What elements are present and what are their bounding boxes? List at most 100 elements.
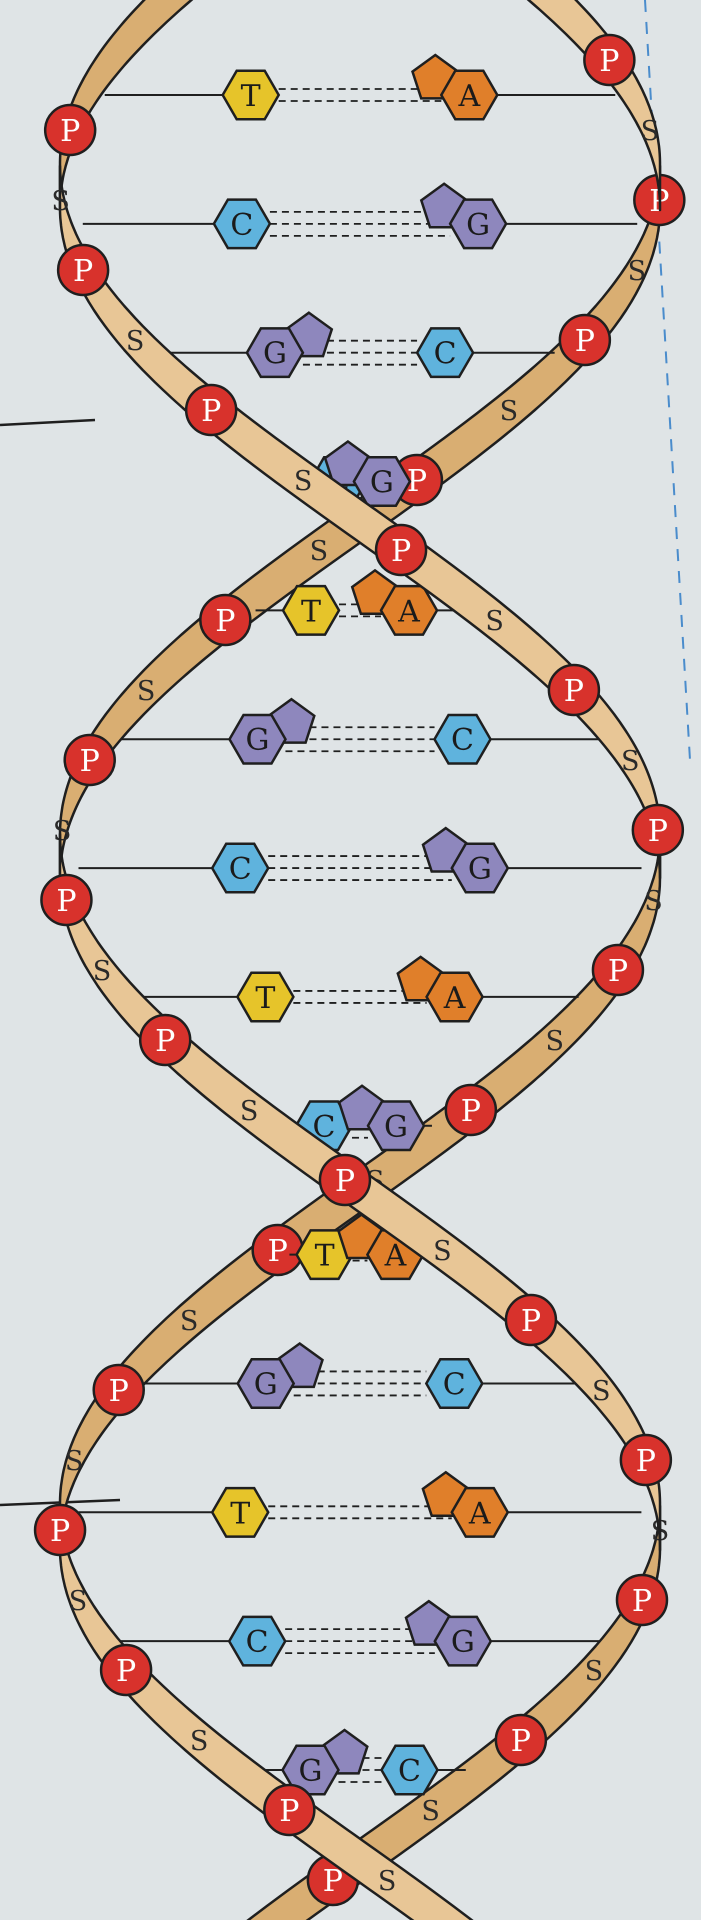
cytosine-label: C — [313, 1110, 336, 1145]
phosphate-group: P — [318, 1153, 372, 1207]
guanine-hexagon — [433, 1615, 493, 1667]
sugar-label: S — [621, 746, 640, 777]
guanine-base: G — [228, 697, 316, 765]
guanine-label: G — [245, 723, 269, 758]
phosphate-circle — [318, 1153, 372, 1207]
thymine-base: T — [295, 1229, 355, 1281]
sugar-label: S — [644, 886, 663, 917]
phosphate-label: P — [391, 534, 411, 569]
thymine-hexagon — [281, 584, 341, 636]
phosphate-label: P — [155, 1024, 175, 1059]
phosphate-group: P — [547, 663, 601, 717]
sugar-label: S — [65, 1446, 84, 1477]
sugar-label: S — [641, 116, 660, 147]
guanine-label: G — [384, 1110, 408, 1145]
guanine-hexagon — [352, 456, 412, 508]
phosphate-circle — [263, 1783, 316, 1837]
guanine-hexagon — [245, 327, 305, 379]
cytosine-hexagon — [212, 198, 272, 250]
thymine-hexagon — [210, 1486, 270, 1538]
phosphate-group: P — [33, 1503, 87, 1557]
phosphate-label: P — [201, 394, 221, 429]
cytosine-hexagon — [415, 327, 475, 379]
phosphate-circle — [444, 1083, 498, 1137]
cytosine-base: C — [212, 198, 272, 250]
phosphate-label: P — [73, 254, 93, 289]
dashed-guide-line — [644, 0, 691, 761]
base-pairs: TACGGCCGTAGCCGTACGTAGCTACGGC — [78, 53, 642, 1796]
phosphate-circle — [547, 663, 601, 717]
sugar-label: S — [53, 816, 72, 847]
phosphate-circle — [184, 383, 238, 437]
cytosine-base: C — [433, 713, 492, 765]
adenine-hexagon — [450, 1486, 510, 1538]
phosphate-circle — [199, 593, 252, 647]
thymine-base: T — [235, 971, 295, 1023]
phosphate-label: P — [407, 464, 427, 499]
phosphate-circle — [138, 1013, 192, 1067]
phosphate-circle — [63, 733, 116, 787]
phosphate-group: P — [374, 523, 428, 577]
thymine-base: T — [210, 1486, 270, 1538]
phosphate-label: P — [521, 1304, 541, 1339]
sugar-label: S — [126, 326, 145, 357]
sugar-label: S — [500, 396, 519, 427]
sugar-label: S — [240, 1096, 259, 1127]
adenine-label: A — [457, 79, 480, 114]
phosphate-group: P — [558, 313, 612, 367]
cytosine-hexagon — [227, 1615, 287, 1667]
thymine-label: T — [230, 1496, 250, 1531]
adenine-hexagon — [439, 69, 499, 121]
cytosine-base: C — [424, 1357, 484, 1409]
cytosine-hexagon — [210, 842, 270, 894]
phosphate-circle — [99, 1643, 153, 1697]
phosphate-group: P — [63, 733, 116, 787]
sugar-label: S — [433, 1236, 452, 1267]
sugar-label: S — [628, 256, 647, 287]
adenine-base: A — [421, 1470, 510, 1538]
guanine-label: G — [370, 466, 394, 501]
phosphate-label: P — [279, 1794, 299, 1829]
phosphate-group: P — [494, 1713, 548, 1767]
phosphate-label: P — [608, 954, 628, 989]
phosphate-circle — [558, 313, 612, 367]
phosphate-label: P — [60, 114, 80, 149]
strand-a-segment — [526, 0, 662, 212]
phosphate-label: P — [632, 1584, 652, 1619]
phosphate-circle — [504, 1293, 558, 1347]
strand-b-segment — [58, 164, 662, 880]
guanine-hexagon — [281, 1744, 340, 1796]
cytosine-hexagon — [424, 1357, 484, 1409]
phosphate-group: P — [583, 33, 636, 87]
phosphate-group: P — [615, 1573, 669, 1627]
sugar-label: S — [190, 1726, 209, 1757]
phosphate-group: P — [99, 1643, 153, 1697]
phosphate-circle — [631, 803, 685, 857]
phosphate-group: P — [56, 243, 110, 297]
thymine-hexagon — [235, 971, 295, 1023]
guanine-label: G — [254, 1367, 278, 1402]
guanine-hexagon — [366, 1100, 426, 1152]
guanine-hexagon — [448, 198, 508, 250]
sugar-label: S — [592, 1376, 611, 1407]
cytosine-base: C — [210, 842, 270, 894]
cytosine-label: C — [246, 1625, 269, 1660]
sugar-label: S — [51, 186, 70, 217]
phosphate-circle — [583, 33, 636, 87]
phosphate-group: P — [92, 1363, 145, 1417]
cytosine-label: C — [443, 1367, 466, 1402]
strand-b-segment — [58, 0, 194, 212]
thymine-label: T — [315, 1239, 335, 1274]
guanine-label: G — [263, 337, 287, 372]
guanine-base: G — [421, 826, 510, 894]
adenine-base: A — [411, 53, 499, 121]
phosphate-group: P — [263, 1783, 316, 1837]
